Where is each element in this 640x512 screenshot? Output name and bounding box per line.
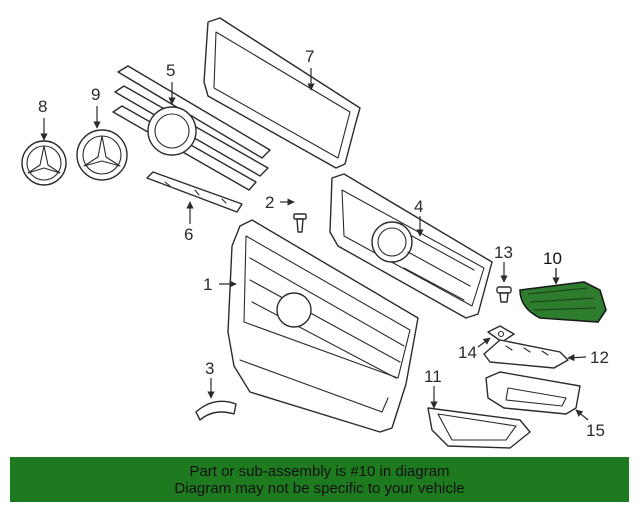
part-9-emblem[interactable] (76, 129, 128, 181)
part-11-lower-trim[interactable] (427, 407, 531, 449)
callout-10: 10 (543, 249, 562, 268)
callout-2: 2 (265, 193, 274, 212)
part-15-bezel[interactable] (485, 371, 581, 415)
callout-13: 13 (494, 243, 513, 262)
part-13-bolt[interactable] (496, 286, 512, 303)
part-4-grille-insert[interactable] (329, 173, 493, 319)
part-2-screw[interactable] (293, 213, 307, 233)
callout-4: 4 (414, 197, 423, 216)
callout-5: 5 (166, 61, 175, 80)
callout-7: 7 (305, 47, 314, 66)
callout-11: 11 (424, 367, 442, 386)
part-5-grille-bars[interactable] (112, 65, 271, 191)
callout-14: 14 (458, 343, 477, 362)
callout-arrows (40, 68, 589, 421)
part-3-clip[interactable] (195, 400, 237, 421)
part-10-trim-highlighted[interactable] (519, 281, 607, 323)
callout-1: 1 (203, 275, 212, 294)
banner-line-2: Diagram may not be specific to your vehi… (174, 479, 465, 497)
callout-3: 3 (205, 359, 214, 378)
part-12-bracket[interactable] (483, 339, 569, 369)
info-banner: Part or sub-assembly is #10 in diagram D… (10, 457, 629, 502)
callout-6: 6 (184, 225, 193, 244)
part-6-strip[interactable] (146, 171, 243, 213)
callout-15: 15 (586, 421, 605, 440)
callout-9: 9 (91, 85, 100, 104)
callout-8: 8 (38, 97, 47, 116)
part-7-frame[interactable] (203, 17, 361, 169)
part-8-emblem[interactable] (21, 140, 67, 186)
part-14-nut[interactable] (487, 325, 515, 343)
callout-labels: 8 9 5 7 6 2 1 4 3 13 10 14 12 11 15 (38, 47, 609, 440)
part-1-grille-assembly[interactable] (227, 219, 419, 433)
banner-line-1: Part or sub-assembly is #10 in diagram (189, 462, 450, 480)
callout-12: 12 (590, 348, 609, 367)
